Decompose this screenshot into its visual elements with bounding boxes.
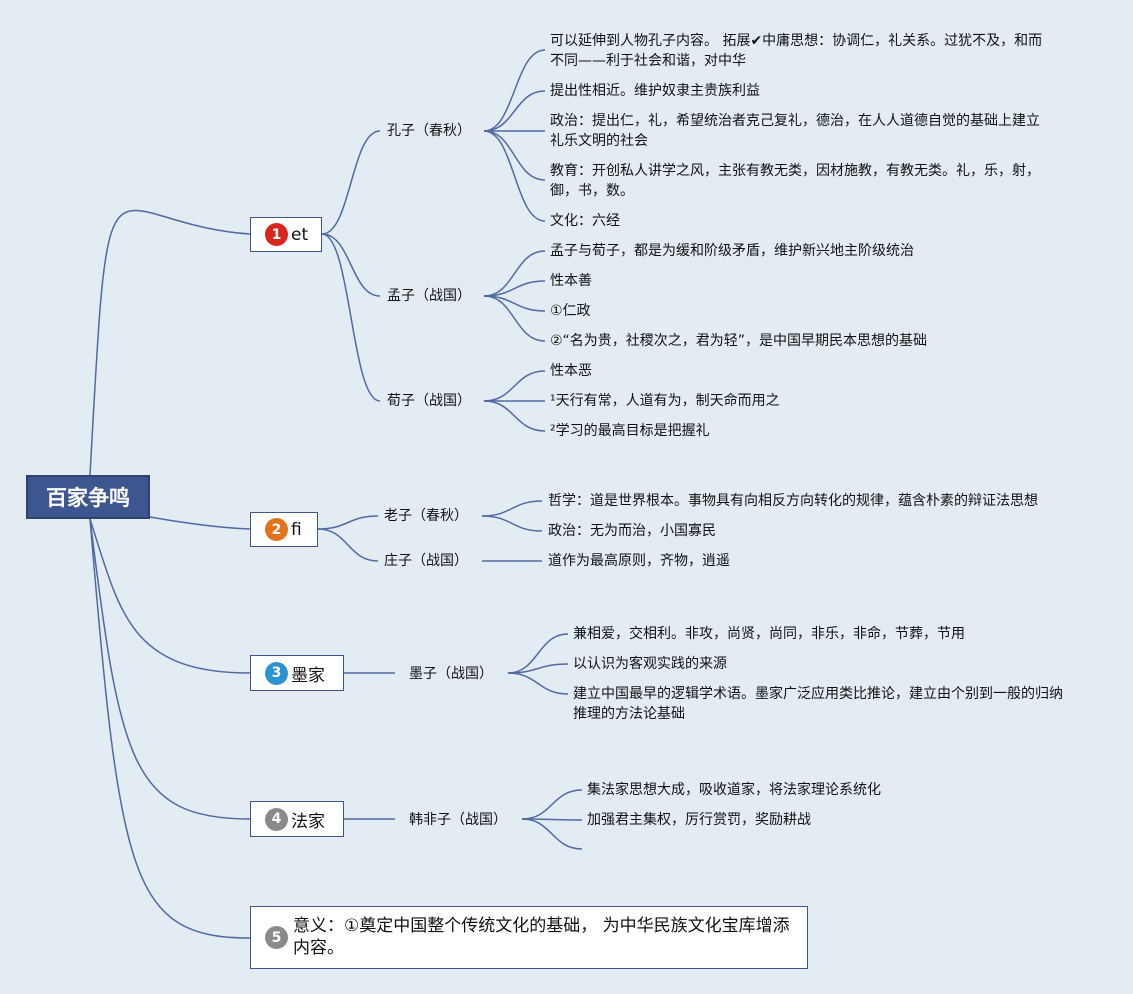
person-node-xunzi[interactable]: 荀子（战国） — [387, 393, 471, 409]
connector-s2-laozi — [317, 515, 379, 530]
leaf-hanfeizi-1: 集法家思想大成，吸收道家，将法家理论系统化 — [587, 782, 881, 798]
significance-text: 意义：①奠定中国整个传统文化的基础， 为中华民族文化宝库增添内容。 — [293, 916, 790, 958]
connector-root-school-4 — [89, 518, 251, 820]
person-node-laozi[interactable]: 老子（春秋） — [384, 508, 468, 524]
connector-s1-xunzi — [321, 233, 381, 402]
leaf-mengzi-1: 孟子与荀子，都是为缓和阶级矛盾，维护新兴地主阶级统治 — [550, 243, 914, 259]
leaf-mengzi-4: ②“名为贵，社稷次之，君为轻”，是中国早期民本思想的基础 — [550, 333, 928, 349]
connector-root-school-1 — [89, 209, 251, 476]
connector-mozi-leaf-3 — [507, 672, 569, 695]
person-node-mengzi[interactable]: 孟子（战国） — [387, 288, 471, 304]
badge-2-icon: 2 — [265, 518, 288, 541]
leaf-xunzi-2: ¹天行有常，人道有为，制天命而用之 — [550, 393, 780, 409]
leaf-kongzi-2: 提出性相近。维护奴隶主贵族利益 — [550, 83, 760, 99]
connector-xunzi-leaf-3 — [483, 400, 546, 432]
connector-hanfeizi-leaf-1 — [521, 789, 583, 820]
school-node-4-label: 法家 — [291, 811, 325, 832]
connector-mengzi-leaf-2 — [483, 280, 546, 297]
school-node-2[interactable]: 2 fi — [250, 512, 318, 547]
connector-hanfeizi-leaf-3 — [521, 818, 583, 850]
school-node-4[interactable]: 4 法家 — [250, 801, 344, 837]
badge-4-icon: 4 — [265, 807, 288, 831]
person-node-kongzi[interactable]: 孔子（春秋） — [387, 123, 471, 139]
connector-mozi-leaf-1 — [507, 633, 569, 674]
person-node-mozi[interactable]: 墨子（战国） — [409, 666, 493, 682]
leaf-zhuangzi-1: 道作为最高原则，齐物，逍遥 — [548, 553, 730, 569]
person-node-hanfeizi[interactable]: 韩非子（战国） — [409, 812, 507, 828]
connector-kongzi-leaf-2 — [483, 90, 546, 132]
leaf-xunzi-3: ²学习的最高目标是把握礼 — [550, 423, 710, 439]
school-node-1-label: et — [291, 224, 309, 245]
root-node[interactable]: 百家争鸣 — [26, 475, 150, 519]
connector-kongzi-leaf-5 — [483, 130, 546, 222]
school-node-2-label: fi — [291, 519, 302, 540]
connector-mengzi-leaf-4 — [483, 295, 546, 342]
badge-3-icon: 3 — [265, 661, 288, 685]
leaf-hanfeizi-2: 加强君主集权，厉行赏罚，奖励耕战 — [587, 812, 811, 828]
leaf-kongzi-3: 政治：提出仁，礼，希望统治者克己复礼，德治，在人人道德自觉的基础上建立礼乐文明的… — [550, 113, 1040, 149]
leaf-laozi-1: 哲学：道是世界根本。事物具有向相反方向转化的规律，蕴含朴素的辩证法思想 — [548, 493, 1038, 509]
connector-laozi-leaf-1 — [481, 500, 543, 517]
connector-kongzi-leaf-1 — [483, 49, 546, 132]
connector-laozi-leaf-2 — [481, 515, 543, 532]
connector-root-school-3 — [89, 518, 251, 674]
leaf-mengzi-3: ①仁政 — [550, 303, 591, 319]
badge-1-icon: 1 — [265, 223, 288, 246]
leaf-mozi-1: 兼相爱，交相利。非攻，尚贤，尚同，非乐，非命，节葬，节用 — [573, 626, 965, 642]
connector-kongzi-leaf-4 — [483, 130, 546, 181]
connector-mozi-leaf-2 — [507, 663, 569, 674]
school-node-3-label: 墨家 — [291, 665, 325, 686]
person-node-zhuangzi[interactable]: 庄子（战国） — [384, 553, 468, 569]
school-node-3[interactable]: 3 墨家 — [250, 655, 344, 691]
school-node-1[interactable]: 1 et — [250, 217, 322, 252]
leaf-xunzi-1: 性本恶 — [550, 363, 592, 379]
leaf-mengzi-2: 性本善 — [550, 273, 592, 289]
leaf-mozi-3: 建立中国最早的逻辑学术语。墨家广泛应用类比推论，建立由个别到一般的归纳推理的方法… — [573, 686, 1063, 722]
connector-root-significance — [89, 518, 251, 939]
root-node-label: 百家争鸣 — [46, 486, 130, 510]
leaf-mozi-2: 以认识为客观实践的来源 — [573, 656, 727, 672]
leaf-kongzi-5: 文化：六经 — [550, 213, 620, 229]
connector-s2-zhuangzi — [317, 528, 379, 562]
connector-root-school-2 — [149, 516, 251, 530]
connector-xunzi-leaf-1 — [483, 370, 546, 402]
badge-5-icon: 5 — [265, 926, 288, 949]
connector-mengzi-leaf-1 — [483, 250, 546, 297]
connector-s1-kongzi — [321, 130, 381, 235]
leaf-kongzi-4: 教育：开创私人讲学之风，主张有教无类，因材施教，有教无类。礼，乐，射，御，书，数… — [550, 163, 1040, 199]
significance-node[interactable]: 5 意义：①奠定中国整个传统文化的基础， 为中华民族文化宝库增添内容。 — [250, 906, 808, 969]
connector-s1-mengzi — [321, 233, 381, 297]
leaf-kongzi-1: 可以延伸到人物孔子内容。 拓展✔中庸思想：协调仁，礼关系。过犹不及，和而不同——… — [550, 33, 1043, 69]
leaf-laozi-2: 政治：无为而治，小国寡民 — [548, 523, 716, 539]
